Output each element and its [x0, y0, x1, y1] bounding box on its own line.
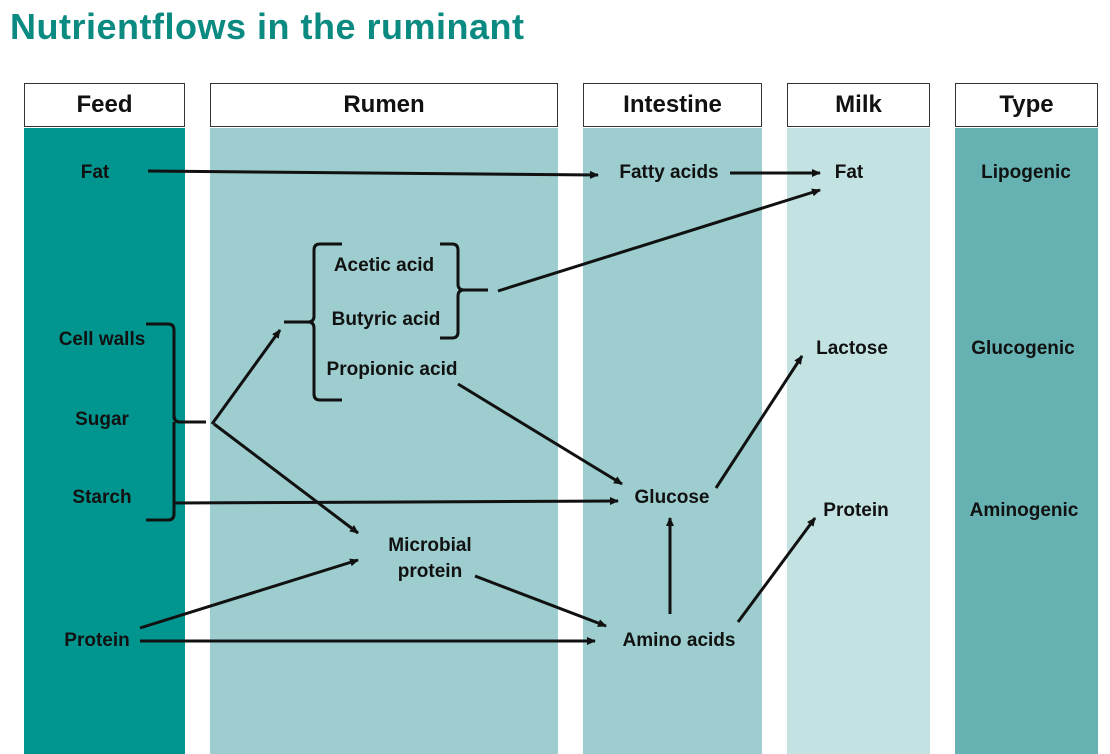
rumen-propionic-acid: Propionic acid	[326, 359, 458, 380]
intestine-header: Intestine	[583, 83, 762, 127]
page-title: Nutrientflows in the ruminant	[10, 6, 525, 47]
type-header: Type	[955, 83, 1098, 127]
rumen-microbial-protein: Microbial protein	[388, 533, 471, 585]
arrow-starch-to-glucose	[174, 497, 619, 506]
microbial-protein-line1: Microbial	[388, 535, 472, 556]
milk-column	[787, 128, 930, 754]
rumen-butyric-acid: Butyric acid	[331, 309, 441, 330]
feed-fat: Fat	[80, 162, 110, 183]
milk-lactose: Lactose	[816, 338, 888, 359]
arrow-carbs-to-vfa	[210, 329, 282, 425]
arrow-microbial-protein-to-amino-acids	[474, 574, 607, 628]
microbial-protein-line2: protein	[397, 561, 463, 582]
arrow-fat-to-fatty-acids	[147, 169, 599, 179]
arrow-volatile-acids-to-milk-fat	[497, 188, 821, 293]
feed-starch: Starch	[72, 487, 132, 508]
vfa-left-brace	[284, 242, 342, 402]
vfa-right-brace	[440, 242, 488, 340]
arrow-amino-acids-to-milk-protein	[736, 517, 817, 623]
rumen-acetic-acid: Acetic acid	[333, 255, 435, 276]
rumen-column	[210, 128, 558, 754]
feed-sugar: Sugar	[75, 409, 129, 430]
intestine-fatty-acids: Fatty acids	[619, 162, 719, 183]
feed-column	[24, 128, 185, 754]
rumen-header: Rumen	[210, 83, 558, 127]
milk-protein: Protein	[823, 500, 889, 521]
arrow-protein-to-microbial-protein	[139, 558, 359, 630]
type-aminogenic: Aminogenic	[969, 500, 1079, 521]
arrow-propionic-to-glucose	[457, 382, 623, 486]
milk-header: Milk	[787, 83, 930, 127]
milk-fat: Fat	[834, 162, 864, 183]
intestine-column	[583, 128, 762, 754]
arrow-carbs-to-microbial-protein	[213, 422, 359, 535]
intestine-glucose: Glucose	[634, 487, 710, 508]
type-column	[955, 128, 1098, 754]
feed-protein: Protein	[64, 630, 130, 651]
arrow-glucose-to-lactose	[714, 355, 804, 489]
feed-header: Feed	[24, 83, 185, 127]
type-glucogenic: Glucogenic	[971, 338, 1075, 359]
type-lipogenic: Lipogenic	[981, 162, 1071, 183]
intestine-amino-acids: Amino acids	[622, 630, 736, 651]
feed-cell-walls: Cell walls	[58, 329, 146, 350]
